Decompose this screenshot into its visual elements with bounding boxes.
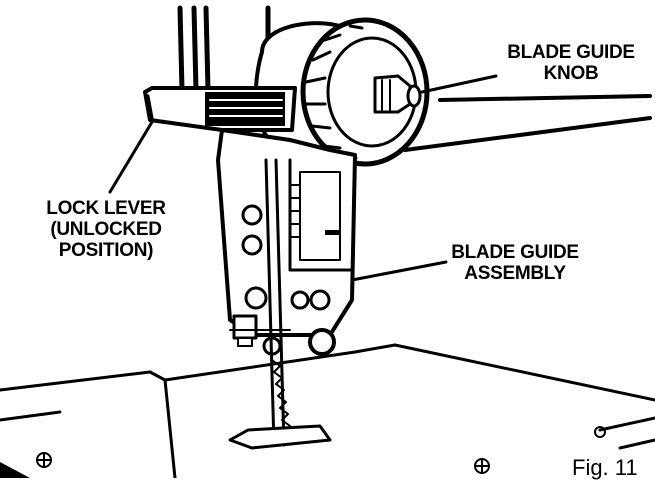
- leader-lines: [108, 74, 498, 282]
- saw-blade: [264, 158, 291, 447]
- lock-lever-label: LOCK LEVER (UNLOCKED POSITION): [46, 198, 166, 261]
- saw-table: [0, 343, 655, 478]
- table-screws: [36, 452, 490, 474]
- frame-column: [177, 5, 271, 93]
- blade-guide-knob-label: BLADE GUIDE KNOB: [507, 42, 635, 84]
- corner-wedge: [0, 462, 30, 478]
- blade-guide-knob: [300, 17, 430, 167]
- guard-rails: [403, 94, 652, 152]
- figure-label: Fig. 11: [572, 455, 638, 480]
- blade-guide-assembly-label: BLADE GUIDE ASSEMBLY: [451, 242, 579, 284]
- blade-guide-assembly: [216, 128, 357, 356]
- lock-lever: [143, 86, 297, 132]
